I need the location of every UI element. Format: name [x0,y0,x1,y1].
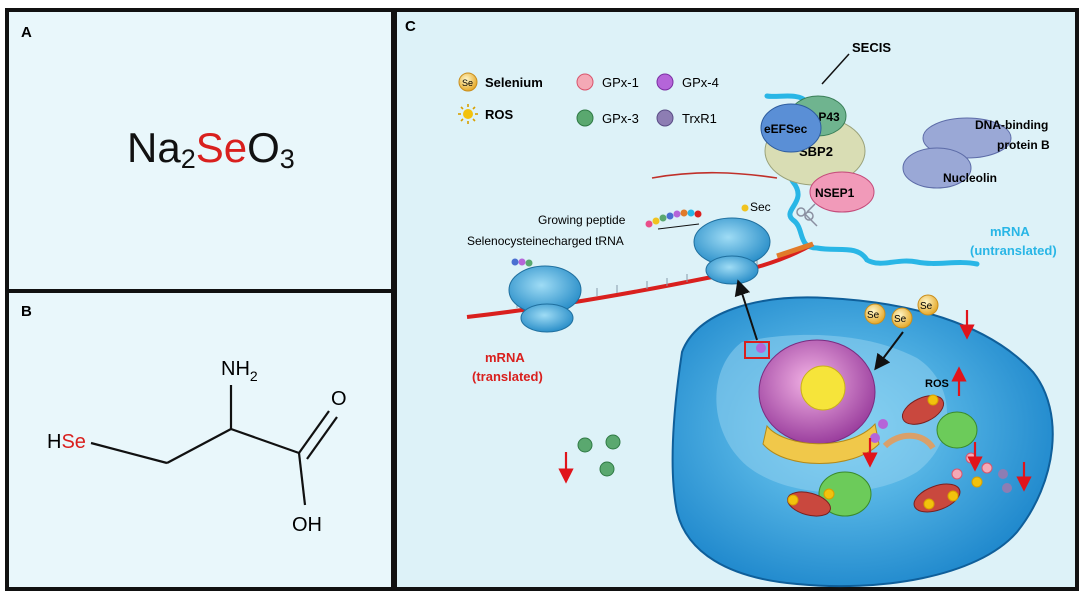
nsep1-protein [809,171,875,213]
trna-pointer [657,223,700,230]
gpx3-icon [576,109,594,127]
formula-o-subscript: 3 [279,144,295,174]
nh2-label: NH2 [221,358,258,384]
svg-text:Se: Se [920,301,933,312]
svg-text:Se: Se [867,310,880,321]
trxr1-icon [656,109,674,127]
extracellular-gpx3 [577,434,621,477]
formula-na: Na [127,124,181,171]
released-peptide [651,171,778,179]
bond-carbonyl-1 [298,410,330,454]
arrow-selenium-to-cell [874,331,904,371]
secis-label: SECIS [852,40,891,55]
gpx1-icon [576,73,594,91]
legend-ros: ROS [485,107,514,122]
nucleolin-protein [902,147,972,189]
vesicle-green-1 [818,471,872,517]
bond-se-c [90,441,168,465]
nsep1-label: NSEP1 [815,186,855,200]
bond-calpha-carboxyl [230,427,300,455]
legend: Se Selenium ROS GPx-1 GPx-3 GPx-4 TrxR1 [458,72,719,127]
selenium-icon [458,72,478,92]
eefsec-protein [760,103,822,153]
panel-c-label: C [405,18,416,35]
cytoplasm-zoom-box [744,341,770,359]
mrna-translated-label-1: mRNA [485,350,525,365]
endoplasmic-reticulum [762,422,880,464]
bond-hydroxyl [297,452,307,506]
hse-label: HSe [47,431,86,453]
mrna-untranslated-label-1: mRNA [990,224,1030,239]
trna-label: Selenocysteinecharged tRNA [467,234,624,248]
cell-gpx4-dots [756,343,888,443]
ribosome-1-small [520,303,574,333]
legend-gpx1: GPx-1 [602,75,639,90]
mrna-junction [776,241,814,259]
carbonyl-o-label: O [331,388,347,410]
peptide-beads [511,204,749,267]
legend-trxr1: TrxR1 [682,111,717,126]
panel-b: B NH2 O OH HSe [5,289,395,591]
dna-binding-label-1: DNA-binding [975,118,1048,132]
regulation-arrows [558,310,1032,492]
bond-c-calpha [166,428,232,464]
secis-pointer [821,53,850,85]
formula-na-subscript: 2 [180,144,196,174]
cell-ros-dots [787,394,983,510]
legend-gpx3: GPx-3 [602,111,639,126]
panel-a-label: A [21,24,32,41]
nucleolus [800,365,846,411]
cell-ros-label: ROS [925,378,949,390]
selenocysteine-structure: NH2 O OH HSe [47,358,347,536]
growing-peptide-label: Growing peptide [538,213,626,227]
panel-b-label: B [21,303,32,320]
gpx4-icon [656,73,674,91]
arrow-cell-to-ribosome [734,279,758,341]
formula-o: O [247,124,280,171]
mitochondrion-3 [787,491,831,517]
legend-selenium: Selenium [485,75,543,90]
ribosome-2-small [705,255,759,285]
sec-label: Sec [750,200,771,214]
hydroxyl-label: OH [292,514,322,536]
nucleolin-label: Nucleolin [943,171,997,185]
sodium-selenite-formula: Na2SeO3 [127,124,295,175]
golgi-apparatus [882,432,936,450]
panel-a: A Na2SeO3 [5,8,395,293]
scissors-icon [796,203,818,227]
dna-binding-label-2: protein B [997,138,1050,152]
legend-gpx4: GPx-4 [682,75,719,90]
mrna-translated-label-2: (translated) [472,369,543,384]
svg-text:Se: Se [894,314,907,325]
mrna-untranslated-label-2: (untranslated) [970,243,1057,258]
selenium-icon-text: Se [462,78,473,88]
panel-c: C [393,8,1079,591]
ros-icon [458,104,478,124]
selenium-ions: Se Se Se [864,294,939,329]
bond-carbonyl-2 [306,416,338,460]
formula-se: Se [195,124,248,171]
vesicle-green-2 [936,411,978,449]
cell-trxr1-dots [998,469,1012,493]
selenoprotein-synthesis-diagram: Se Selenium ROS GPx-1 GPx-3 GPx-4 TrxR1 [458,40,1057,588]
eefsec-label: eEFSec [764,122,808,136]
